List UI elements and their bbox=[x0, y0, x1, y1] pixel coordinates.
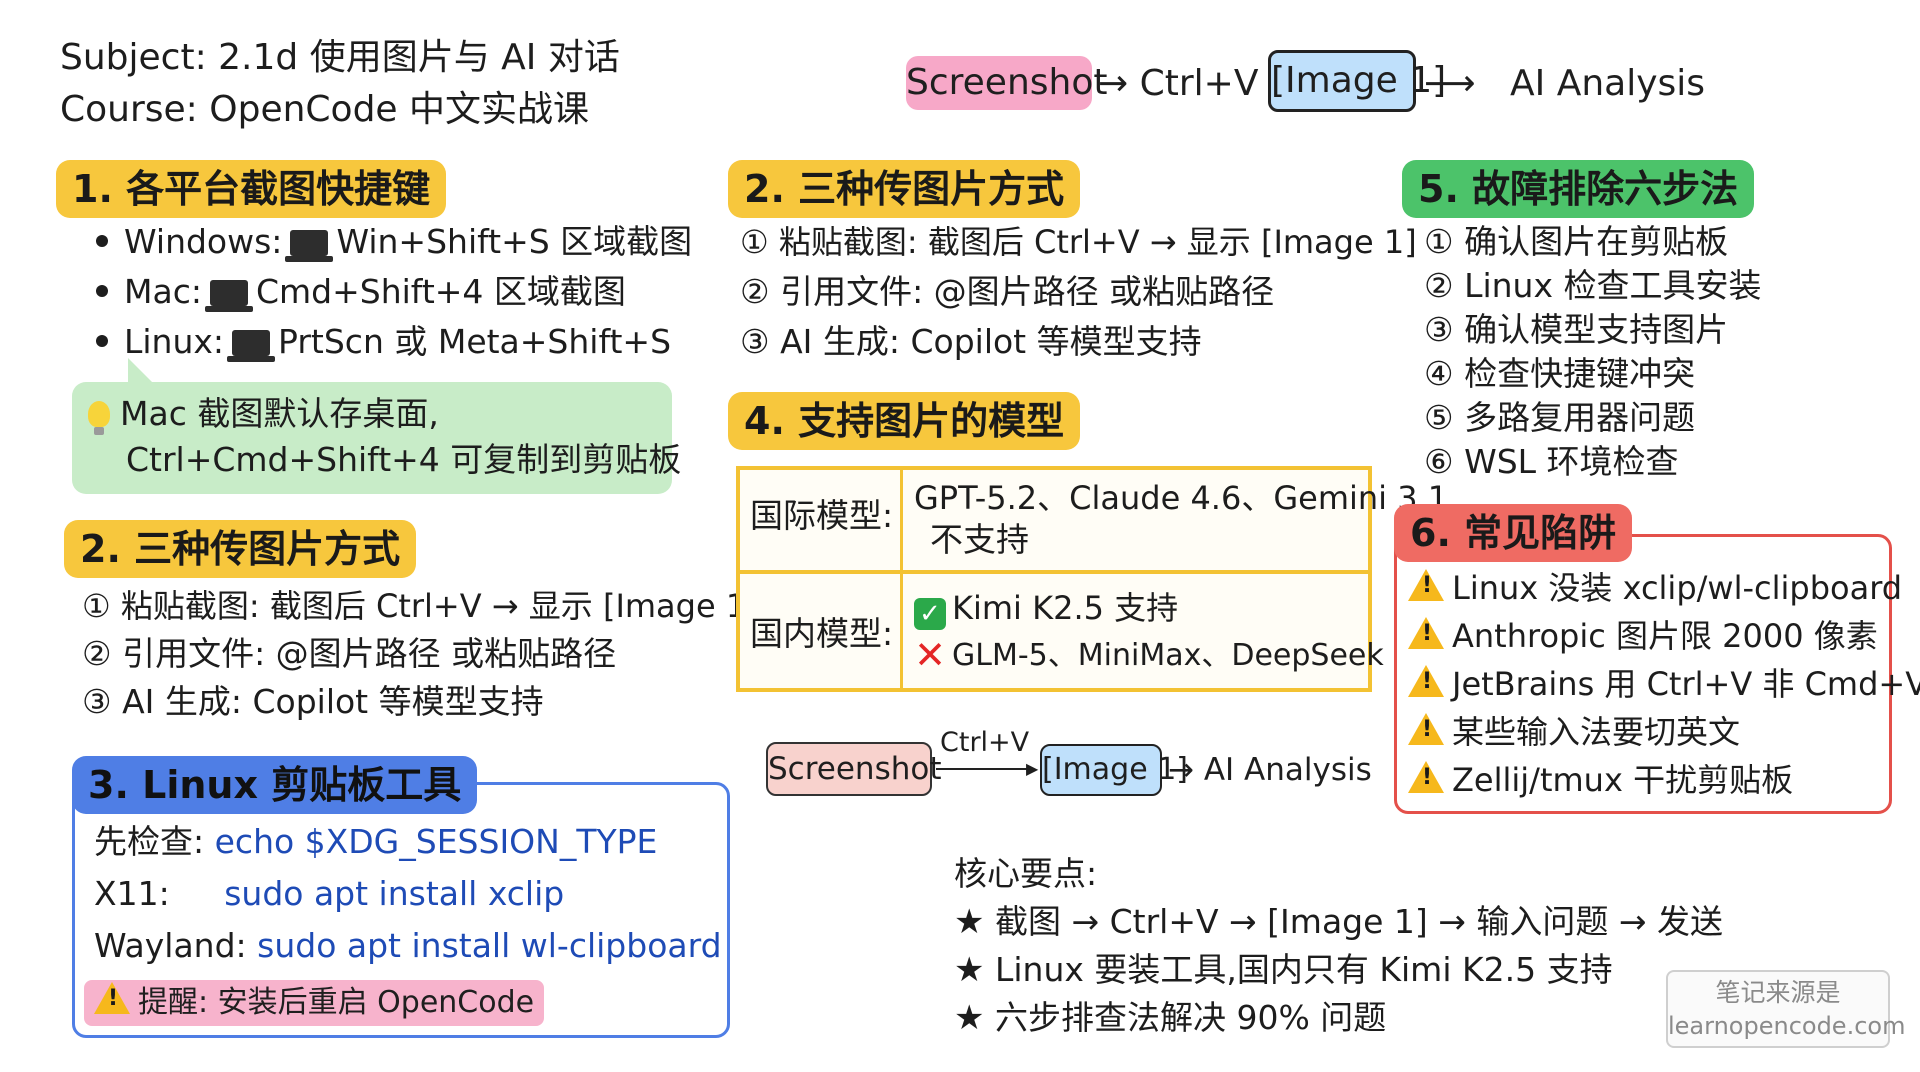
warning-icon bbox=[94, 982, 130, 1014]
star-icon: ★ bbox=[954, 998, 985, 1038]
flow-screenshot-box: Screenshot bbox=[906, 56, 1107, 110]
wayland-row: Wayland: sudo apt install wl-clipboard bbox=[94, 926, 722, 965]
intl-label: 国际模型: bbox=[750, 496, 894, 535]
section2-left-title: 2. 三种传图片方式 bbox=[64, 520, 417, 578]
restart-reminder: 提醒: 安装后重启 OpenCode bbox=[84, 980, 545, 1026]
pitfall-3: JetBrains 用 Ctrl+V 非 Cmd+V bbox=[1408, 664, 1920, 704]
pitfall-2: Anthropic 图片限 2000 像素 bbox=[1408, 616, 1878, 656]
step-6: ⑥ WSL 环境检查 bbox=[1424, 442, 1679, 481]
cross-icon: ✕ bbox=[914, 633, 946, 677]
mid-flow-analysis: → AI Analysis bbox=[1168, 752, 1372, 788]
mid-flow-arrow-line bbox=[936, 768, 1034, 770]
pitfalls-box bbox=[1394, 534, 1892, 814]
warning-icon bbox=[1408, 713, 1444, 745]
method-paste-left: ① 粘贴截图: 截图后 Ctrl+V → 显示 [Image 1] bbox=[82, 587, 759, 625]
warning-icon bbox=[1408, 761, 1444, 793]
step-1: ① 确认图片在剪贴板 bbox=[1424, 222, 1729, 261]
laptop-icon bbox=[285, 230, 334, 262]
mid-flow-arrow-head: ▶ bbox=[1026, 759, 1039, 778]
laptop-icon bbox=[204, 280, 253, 312]
step-5: ⑤ 多路复用器问题 bbox=[1424, 398, 1696, 437]
section2-mid-title: 2. 三种传图片方式 bbox=[728, 160, 1081, 218]
warning-icon bbox=[1408, 617, 1444, 649]
watermark-line1: 笔记来源是 bbox=[1715, 978, 1841, 1007]
bullet-icon bbox=[96, 235, 108, 247]
step-2: ② Linux 检查工具安装 bbox=[1424, 266, 1762, 305]
mid-flow-image: [Image 1] bbox=[1040, 744, 1188, 796]
method-ai-mid: ③ AI 生成: Copilot 等模型支持 bbox=[740, 322, 1202, 361]
step-4: ④ 检查快捷键冲突 bbox=[1424, 354, 1696, 393]
section3-title: 3. Linux 剪贴板工具 bbox=[72, 756, 478, 814]
pitfall-1: Linux 没装 xclip/wl-clipboard bbox=[1408, 568, 1902, 608]
lightbulb-icon bbox=[88, 401, 110, 435]
method-file-mid: ② 引用文件: @图片路径 或粘贴路径 bbox=[740, 272, 1275, 311]
star-icon: ★ bbox=[954, 902, 985, 942]
check-icon: ✓ bbox=[914, 598, 946, 630]
model-support-table: 国际模型: GPT-5.2、Claude 4.6、Gemini 3.1 不支持 … bbox=[736, 466, 1448, 692]
key-points-title: 核心要点: bbox=[954, 854, 1098, 893]
mid-flow-screenshot: Screenshot bbox=[766, 742, 942, 796]
mac-tip-line2: Ctrl+Cmd+Shift+4 可复制到剪贴板 bbox=[126, 440, 682, 479]
flow-ai-analysis: AI Analysis bbox=[1510, 63, 1706, 104]
watermark-line2: learnopencode.com bbox=[1668, 1012, 1906, 1040]
subject-line: Subject: 2.1d 使用图片与 AI 对话 bbox=[60, 37, 620, 78]
section5-title: 5. 故障排除六步法 bbox=[1402, 160, 1755, 218]
source-watermark: 笔记来源是 learnopencode.com bbox=[1666, 970, 1906, 1048]
course-line: Course: OpenCode 中文实战课 bbox=[60, 89, 590, 130]
shortcut-linux: Linux:PrtScn 或 Meta+Shift+S bbox=[96, 322, 671, 362]
key-point-1: ★ 截图 → Ctrl+V → [Image 1] → 输入问题 → 发送 bbox=[954, 902, 1724, 942]
star-icon: ★ bbox=[954, 950, 985, 990]
bullet-icon bbox=[96, 335, 108, 347]
step-3: ③ 确认模型支持图片 bbox=[1424, 310, 1729, 349]
section6-title: 6. 常见陷阱 bbox=[1394, 504, 1633, 562]
section1-title: 1. 各平台截图快捷键 bbox=[56, 160, 447, 218]
flow-image-box: [Image 1] bbox=[1268, 50, 1446, 112]
x11-row: X11: sudo apt install xclip bbox=[94, 874, 565, 913]
mid-flow-ctrlv: Ctrl+V bbox=[940, 727, 1030, 758]
intl-unsupported: 不支持 bbox=[930, 520, 1029, 559]
warning-icon bbox=[1408, 569, 1444, 601]
section4-title: 4. 支持图片的模型 bbox=[728, 392, 1081, 450]
key-point-3: ★ 六步排查法解决 90% 问题 bbox=[954, 998, 1387, 1038]
laptop-icon bbox=[227, 330, 276, 362]
method-paste-mid: ① 粘贴截图: 截图后 Ctrl+V → 显示 [Image 1] bbox=[740, 223, 1417, 261]
domestic-unsupported: ✕GLM-5、MiniMax、DeepSeek bbox=[914, 633, 1384, 677]
flow-arrow-ctrlv: → Ctrl+V → bbox=[1098, 63, 1301, 104]
domestic-supported: ✓Kimi K2.5 支持 bbox=[914, 588, 1178, 630]
check-session-row: 先检查: echo $XDG_SESSION_TYPE bbox=[94, 822, 658, 861]
method-ai-left: ③ AI 生成: Copilot 等模型支持 bbox=[82, 682, 544, 721]
pitfall-4: 某些输入法要切英文 bbox=[1408, 712, 1740, 752]
pitfall-5: Zellij/tmux 干扰剪贴板 bbox=[1408, 760, 1793, 800]
flow-long-arrow: ⟶ bbox=[1424, 63, 1476, 104]
method-file-left: ② 引用文件: @图片路径 或粘贴路径 bbox=[82, 634, 617, 673]
mac-tip-bubble: Mac 截图默认存桌面, Ctrl+Cmd+Shift+4 可复制到剪贴板 bbox=[72, 358, 681, 494]
intl-models: GPT-5.2、Claude 4.6、Gemini 3.1 bbox=[914, 479, 1449, 517]
mac-tip-line1: Mac 截图默认存桌面, bbox=[120, 394, 439, 433]
domestic-label: 国内模型: bbox=[750, 614, 894, 653]
bullet-icon bbox=[96, 285, 108, 297]
shortcut-windows: Windows:Win+Shift+S 区域截图 bbox=[96, 222, 692, 262]
shortcut-mac: Mac:Cmd+Shift+4 区域截图 bbox=[96, 272, 626, 312]
warning-icon bbox=[1408, 665, 1444, 697]
key-point-2: ★ Linux 要装工具,国内只有 Kimi K2.5 支持 bbox=[954, 950, 1613, 990]
